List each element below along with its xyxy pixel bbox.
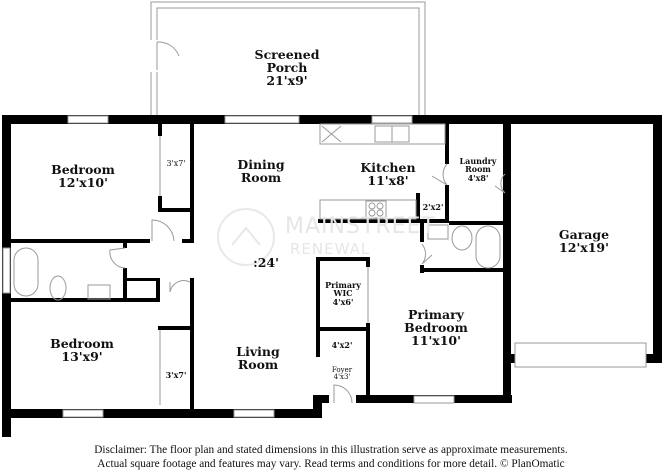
garage-door (514, 342, 647, 368)
toilet-icon-2 (451, 225, 473, 251)
stove-icon (365, 200, 387, 219)
closet-2-size: 3'x7' (165, 370, 187, 380)
closet-1-size: 3'x7' (166, 159, 186, 168)
toilet-icon (49, 275, 67, 301)
tub-icon (13, 247, 39, 297)
porch-door-icon (156, 41, 180, 70)
windows (2, 115, 647, 418)
disclaimer: Disclaimer: The floor plan and stated di… (0, 443, 662, 471)
interior-walls (11, 124, 507, 409)
living-dimension: :24' (253, 255, 279, 270)
closet-3-size: 4'x2' (331, 340, 353, 350)
watermark-subtext: RENEWAL (290, 240, 371, 258)
disclaimer-line-1: Disclaimer: The floor plan and stated di… (94, 444, 568, 456)
tub-icon-2 (475, 225, 501, 269)
watermark-text: MAINSTREET (285, 214, 436, 239)
disclaimer-line-2: Actual square footage and features may v… (97, 458, 565, 470)
watermark-logo-icon (217, 208, 275, 266)
fixtures (13, 123, 501, 405)
pantry-size: 2'x2' (422, 202, 444, 212)
sink-icon (87, 284, 111, 300)
door-swings (109, 163, 506, 404)
